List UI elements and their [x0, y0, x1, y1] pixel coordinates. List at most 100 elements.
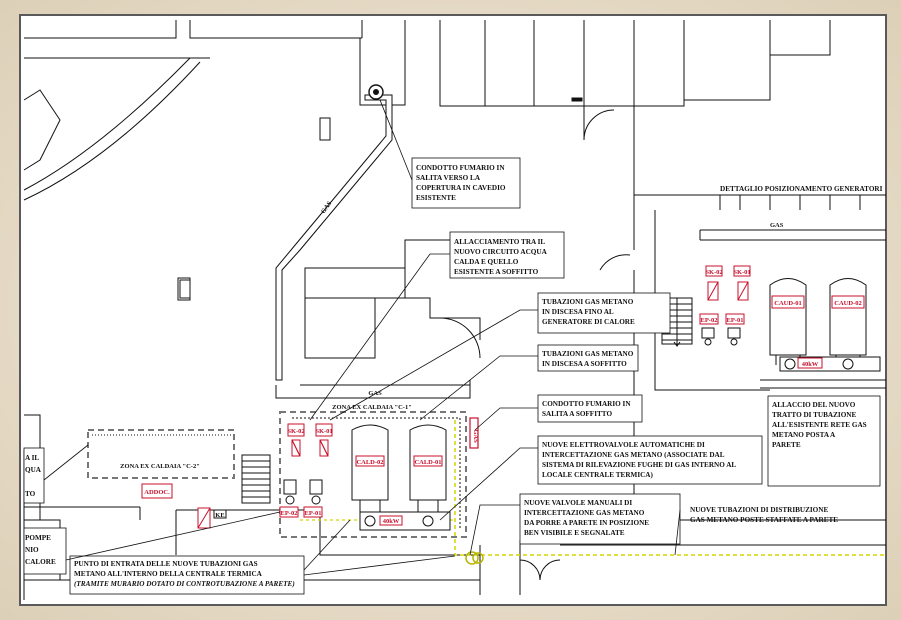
entry-point — [465, 551, 479, 565]
box-left-lower — [23, 527, 67, 575]
gas-line-yellow — [454, 420, 886, 556]
box-tubazioni-discesa-soff — [537, 344, 639, 372]
cald02-detail-label: CAUD-02 — [834, 300, 861, 307]
boiler-cald-02 — [351, 424, 389, 512]
annotation-line: PARETE — [772, 441, 801, 449]
annotation-line: METANO POSTA A — [772, 431, 836, 439]
gas-vertical-label: GAS — [472, 429, 479, 443]
pump-detail-label: 40kW — [802, 361, 819, 368]
annotation-line: SALITA A SOFFITTO — [542, 410, 612, 418]
annotation-line: BEN VISIBILE E SEGNALATE — [524, 529, 625, 537]
detail-title: DETTAGLIO POSIZIONAMENTO GENERATORI — [720, 185, 883, 193]
annotation-line: SALITA VERSO LA — [416, 174, 481, 182]
annotation-line: ESISTENTE — [416, 194, 456, 202]
annotation-line: QUA — [25, 466, 42, 474]
detail-boiler-1 — [769, 278, 807, 365]
box-left-upper — [23, 447, 45, 504]
annotation-line: POMPE — [25, 534, 51, 542]
box-allacciamento — [449, 231, 565, 279]
leader — [329, 309, 538, 421]
box-condotto-cavedio — [411, 157, 521, 209]
annotation-line: A IL — [25, 454, 39, 462]
leader — [469, 504, 520, 556]
annotation-line: TRATTO DI TUBAZIONE — [772, 411, 856, 419]
annotation-line: TO — [25, 490, 36, 498]
ep01-label: EP-01 — [305, 510, 322, 517]
annotation-line: NIO — [25, 546, 39, 554]
annotation-line: INTERCETTAZIONE GAS METANO — [524, 509, 645, 517]
leader — [439, 447, 538, 521]
room-inner-b — [304, 297, 376, 359]
leader — [419, 355, 538, 421]
box-condotto-soffitto — [537, 394, 643, 423]
leader — [65, 511, 281, 561]
ep02-label: EP-02 — [281, 510, 298, 517]
box-allaccio — [767, 395, 881, 487]
annotation-line: CONDOTTO FUMARIO IN — [416, 164, 505, 172]
cald01-label: CALD-01 — [414, 459, 441, 466]
room-top-a — [439, 20, 486, 107]
annotation-line: COPERTURA IN CAVEDIO — [416, 184, 506, 192]
annotation-line: IN DISCESA A SOFFITTO — [542, 360, 627, 368]
pump-icon — [422, 515, 434, 527]
door-swing — [583, 106, 615, 141]
annotation-line: NUOVO CIRCUITO ACQUA — [454, 248, 548, 256]
cald01-detail-label: CAUD-01 — [774, 300, 801, 307]
detail-boiler-2 — [829, 278, 867, 365]
annotation-line: TUBAZIONI GAS METANO — [542, 298, 634, 306]
drawing-sheet — [19, 14, 887, 606]
sk02-detail-label: SK-02 — [705, 269, 722, 276]
zona-c1-label: ZONA EX CALDAIA "C-1" — [332, 404, 412, 411]
stairs-left — [241, 454, 271, 504]
annotation-line: ALLACCIO DEL NUOVO — [772, 401, 856, 409]
leader — [303, 555, 456, 576]
top-wall — [24, 20, 362, 39]
sk01-detail-label: SK-01 — [733, 269, 750, 276]
ep02-detail-label: EP-02 — [701, 317, 718, 324]
sk01-label: SK-01 — [315, 428, 332, 435]
pump-icon — [842, 358, 854, 370]
annotation-line: ALLACCIAMENTO TRA IL — [454, 238, 545, 246]
leader — [43, 444, 89, 481]
pump-rating-label: 40kW — [383, 518, 400, 525]
annotation-line: NUOVE VALVOLE MANUALI DI — [524, 499, 632, 507]
annotation-line: LOCALE CENTRALE TERMICA) — [542, 471, 653, 479]
zona-c2 — [87, 429, 235, 479]
annotation-line: PUNTO DI ENTRATA DELLE NUOVE TUBAZIONI G… — [74, 560, 258, 568]
vasetto-label: ADDOC. — [144, 489, 170, 496]
annotation-line: NUOVE ELETTROVALVOLE AUTOMATICHE DI — [542, 441, 705, 449]
annotation-line: (TRAMITE MURARIO DOTATO DI CONTROTUBAZIO… — [74, 580, 295, 588]
annotation-line: METANO ALL'INTERNO DELLA CENTRALE TERMIC… — [74, 570, 263, 578]
box-elettrovalvole — [537, 435, 763, 485]
leader — [379, 99, 413, 181]
leader — [474, 407, 538, 431]
annotation-line: ALL'ESISTENTE RETE GAS — [772, 421, 867, 429]
gas-vertical-marker — [469, 417, 479, 449]
flue-duct — [275, 94, 393, 381]
left-curve-wall — [23, 57, 191, 191]
room-top-f — [684, 20, 771, 101]
leader — [309, 253, 450, 421]
room-top-e — [634, 20, 685, 107]
annotation-line: CALDA E QUELLO — [454, 258, 519, 266]
annotation-line: IN DISCESA FINO AL — [542, 308, 614, 316]
box-tubazioni-discesa-gen — [537, 292, 671, 334]
annotation-line: INTERCETTAZIONE GAS METANO (ASSOCIATE DA… — [542, 451, 725, 459]
leader — [674, 509, 681, 556]
annotation-line: GENERATORE DI CALORE — [542, 318, 635, 326]
detail-frame — [654, 210, 770, 391]
gas-top-label: GAS — [368, 390, 382, 397]
cavedio-wall — [359, 20, 406, 106]
annotation-line: ESISTENTE A SOFFITTO — [454, 268, 539, 276]
annotation-line: CALORE — [25, 558, 56, 566]
zona-c2-label: ZONA EX CALDAIA "C-2" — [120, 463, 200, 470]
sk02-label: SK-02 — [287, 428, 304, 435]
annotation-line: SISTEMA DI RILEVAZIONE FUGHE DI GAS INTE… — [542, 461, 736, 469]
annotation-line: NUOVE TUBAZIONI DI DISTRIBUZIONE — [690, 506, 828, 514]
annotation-line: CONDOTTO FUMARIO IN — [542, 400, 631, 408]
pump-icon — [364, 515, 376, 527]
box-valvole-manuali — [519, 493, 681, 545]
box-punto-entrata — [69, 555, 305, 595]
cald02-label: CALD-02 — [356, 459, 383, 466]
